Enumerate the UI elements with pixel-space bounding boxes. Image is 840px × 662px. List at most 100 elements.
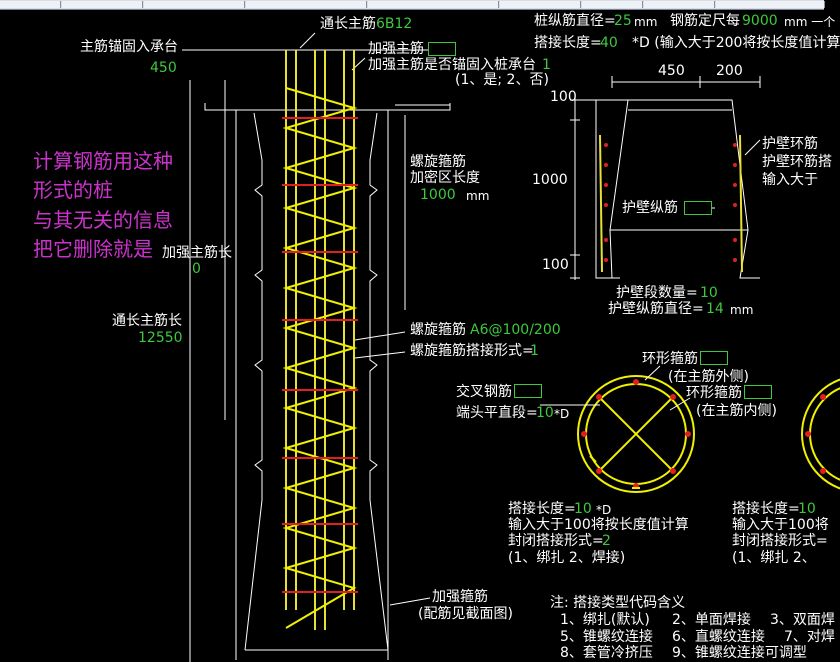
- wall-long-diam-value[interactable]: 14: [706, 301, 724, 317]
- wall-seg-label: 护壁段数量=: [616, 285, 698, 301]
- wall-long-diam-unit: mm: [730, 303, 754, 317]
- lap-len3-label: 搭接长度=: [732, 501, 800, 517]
- notes-row1-col2: 2、单面焊接: [672, 612, 751, 628]
- wall-hoop-label: 护壁环筋: [762, 136, 818, 152]
- continuous-main-value[interactable]: 6B12: [376, 16, 413, 32]
- wall-rebar-dots: [604, 143, 737, 262]
- cross-rebar-input[interactable]: [514, 384, 542, 398]
- notes-row2-col1: 5、锥螺纹连接: [560, 629, 653, 645]
- toolbar-button[interactable]: [500, 1, 581, 8]
- toolbar-button[interactable]: [62, 1, 143, 8]
- lap-len3-value[interactable]: 10: [798, 501, 816, 517]
- toolbar-button[interactable]: [368, 1, 499, 8]
- ring-stirrup-label: 环形箍筋: [642, 351, 698, 367]
- note-line-1: 计算钢筋用这种: [33, 149, 173, 173]
- reinforce-main-label: 加强主筋: [368, 41, 424, 57]
- reinforce-main-length-value[interactable]: 0: [192, 261, 201, 277]
- notes-row2-col3: 7、对焊: [784, 629, 835, 645]
- cross-section-2: [801, 378, 840, 490]
- pile-outline: [182, 32, 451, 662]
- spiral-dense-value[interactable]: 1000: [420, 187, 456, 203]
- note-line-2: 形式的桩: [33, 178, 113, 202]
- lap-len2-value[interactable]: 10: [574, 501, 592, 517]
- lap-gt100-b: 输入大于100将: [732, 517, 829, 533]
- spiral-value[interactable]: A6@100/200: [470, 322, 561, 338]
- ring-stirrup2-input[interactable]: [744, 385, 772, 399]
- closed-lap-options: (1、绑扎 2、焊接): [508, 550, 626, 566]
- toolbar-button[interactable]: [246, 1, 367, 8]
- continuous-main-length-value[interactable]: 12550: [138, 330, 183, 346]
- wall-long-label: 护壁纵筋: [622, 200, 678, 216]
- toolbar-button[interactable]: [582, 1, 643, 8]
- toolbar-button[interactable]: [716, 1, 825, 8]
- reinforce-main-length-label: 加强主筋长: [162, 245, 232, 261]
- reinforce-stirrup-label: 加强箍筋: [432, 589, 488, 605]
- ring-inner-note: (在主筋内侧): [696, 403, 777, 419]
- spiral-dense-label-2: 加密区长度: [410, 170, 480, 186]
- note-line-3: 与其无关的信息: [33, 208, 173, 232]
- dim-1000: 1000: [532, 172, 568, 188]
- wall-hoop-gt-label: 输入大于: [762, 172, 818, 188]
- ring-stirrup-input[interactable]: [700, 351, 728, 365]
- notes-row1-col3: 3、双面焊: [770, 612, 835, 628]
- pile-diam-unit: mm: [634, 15, 658, 29]
- closed-lap-label: 封闭搭接形式=: [508, 533, 604, 549]
- dim-200: 200: [716, 63, 743, 79]
- dim-100-bot: 100: [542, 257, 569, 273]
- wall-hoop-lap-label: 护壁环筋搭: [762, 154, 832, 170]
- cross-rebar-label: 交叉钢筋: [456, 384, 512, 400]
- spiral-dense-label-1: 螺旋箍筋: [410, 154, 466, 170]
- reinforce-anchor-value[interactable]: 1: [542, 57, 551, 73]
- wall-section: [570, 76, 761, 280]
- end-straight-value[interactable]: 10: [536, 405, 554, 421]
- cross-section-1: [577, 375, 695, 493]
- ring-outer-note: (在主筋外侧): [668, 369, 749, 385]
- closed-lap-value[interactable]: 2: [602, 533, 611, 549]
- main-anchor-label: 主筋锚固入承台: [80, 39, 178, 55]
- fixed-len-unit: mm 一个: [784, 15, 836, 29]
- wall-long-diam-label: 护壁纵筋直径=: [608, 301, 704, 317]
- lap-len2-label: 搭接长度=: [508, 501, 576, 517]
- reinforce-stirrup-note: (配筋见截面图): [418, 606, 513, 622]
- wall-seg-value[interactable]: 10: [700, 285, 718, 301]
- pile-diam-value[interactable]: 25: [614, 13, 632, 29]
- closed-lap-options-b: (1、绑扎 2、: [732, 550, 816, 566]
- end-straight-label: 端头平直段=: [456, 405, 538, 421]
- dim-100-top: 100: [550, 89, 577, 105]
- wall-rebars: [599, 134, 743, 273]
- lap-len-value[interactable]: 40: [600, 35, 618, 51]
- fixed-len-value[interactable]: 9000: [742, 13, 778, 29]
- reinforce-anchor-question: 加强主筋是否锚固入桩承台: [368, 57, 536, 73]
- notes-row2-col2: 6、直螺纹连接: [672, 629, 765, 645]
- toolbar-button[interactable]: [644, 1, 715, 8]
- continuous-main-length-label: 通长主筋长: [112, 313, 182, 329]
- lap-len2-unit: *D: [596, 503, 612, 517]
- spiral-lap-value[interactable]: 1: [530, 343, 539, 359]
- spiral-stirrup: [282, 87, 358, 629]
- notes-title: 注: 搭接类型代码含义: [550, 595, 686, 611]
- lap-len-label: 搭接长度=: [534, 35, 602, 51]
- section-leaders: [540, 365, 691, 411]
- main-anchor-value[interactable]: 450: [150, 60, 177, 76]
- notes-row3-col1: 8、套管冷挤压: [560, 645, 653, 661]
- pile-diam-label: 桩纵筋直径=: [534, 13, 616, 29]
- spiral-label: 螺旋箍筋: [410, 322, 466, 338]
- lap-len-note: *D (输入大于200将按长度值计算: [632, 35, 840, 51]
- wall-long-input[interactable]: [684, 201, 712, 215]
- continuous-main-label: 通长主筋: [320, 16, 376, 32]
- spiral-dense-unit: mm: [466, 189, 490, 203]
- reinforce-main-input[interactable]: [428, 42, 456, 56]
- notes-row3-col2: 9、锥螺纹连接可调型: [672, 645, 807, 661]
- lap-gt100: 输入大于100将按长度值计算: [508, 517, 689, 533]
- reinforce-anchor-options: (1、是; 2、否): [455, 72, 549, 88]
- end-straight-unit: *D: [554, 407, 570, 421]
- note-line-4: 把它删除就是: [33, 237, 153, 261]
- notes-row1-col1: 1、绑扎(默认): [560, 612, 650, 628]
- toolbar-button[interactable]: [0, 1, 61, 8]
- dim-450: 450: [658, 63, 685, 79]
- ring-stirrup2-label: 环形箍筋: [686, 385, 742, 401]
- fixed-len-label: 钢筋定尺每: [670, 13, 740, 29]
- reinforce-stirrups: [282, 117, 358, 593]
- toolbar-button[interactable]: [144, 1, 245, 8]
